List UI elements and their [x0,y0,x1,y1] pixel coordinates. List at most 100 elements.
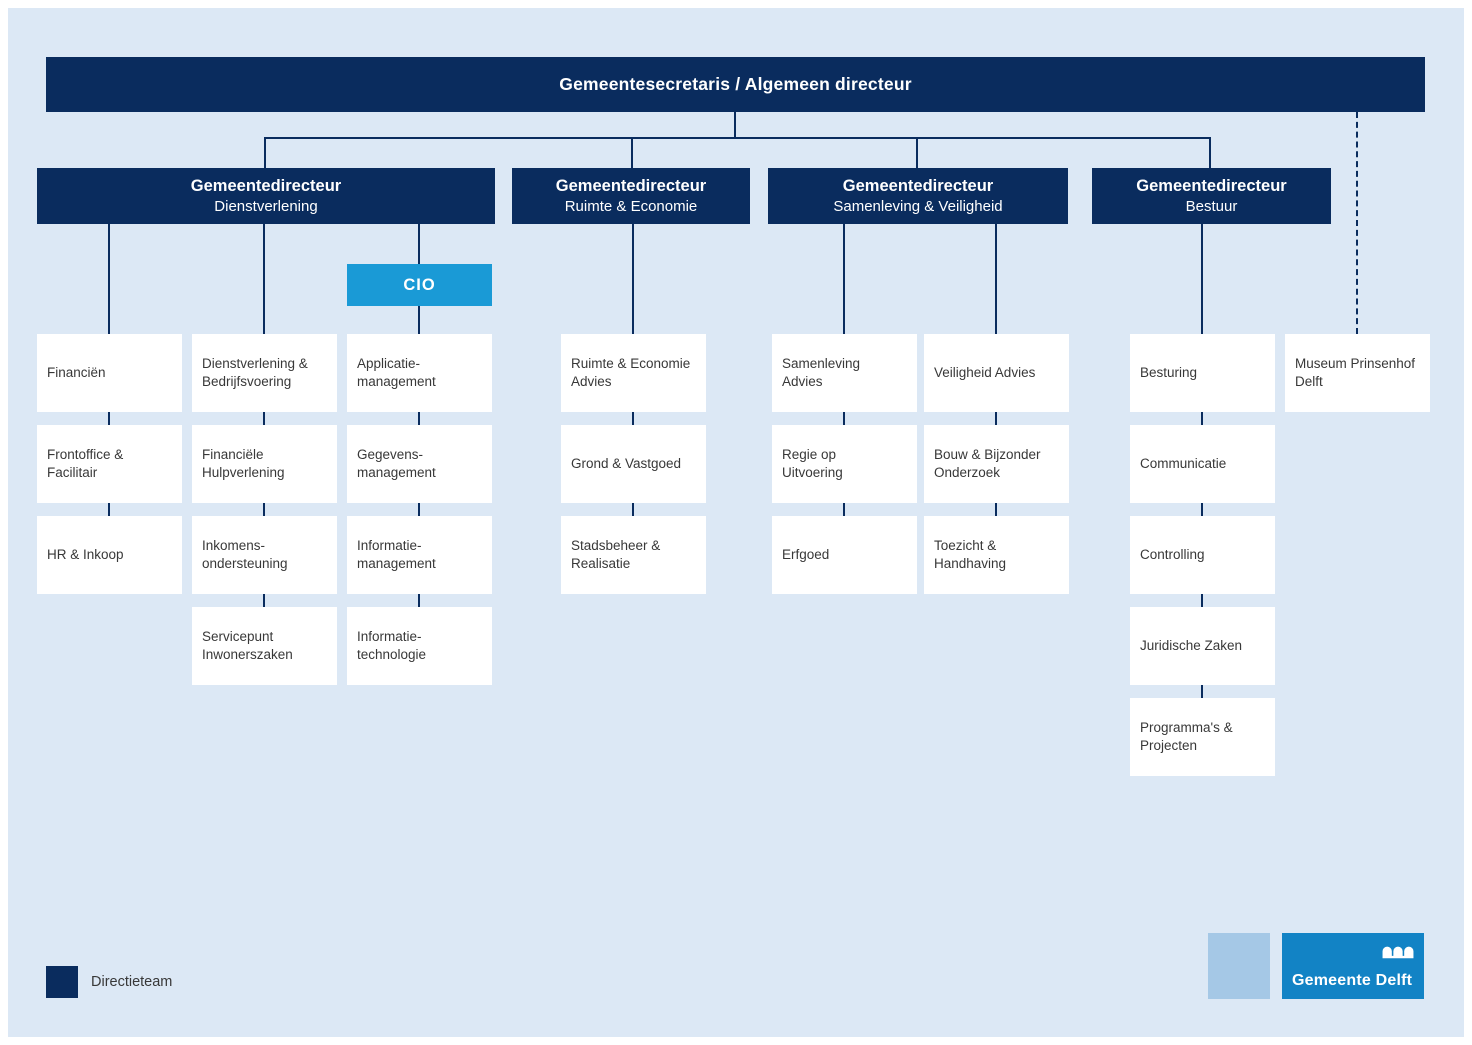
org-unit-label: Financiële Hulpverlening [202,447,285,480]
connector-vline [418,412,420,425]
org-unit-label: Veiligheid Advies [934,365,1036,381]
connector-vline [995,412,997,425]
org-unit-label: HR & Inkoop [47,547,124,563]
org-unit-box: Dienstverlening & Bedrijfsvoering [192,334,337,412]
director-title: Gemeentedirecteur [842,176,994,195]
org-unit-box: Samenleving Advies [772,334,917,412]
connector-vline [1201,412,1203,425]
director-box-dienstverlening: Gemeentedirecteur Dienstverlening [37,168,495,224]
org-unit-box: Grond & Vastgoed [561,425,706,503]
connector-vline [995,224,997,334]
org-unit-label: Controlling [1140,547,1205,563]
director-subtitle: Ruimte & Economie [564,198,698,215]
org-unit-box: Programma's & Projecten [1130,698,1275,776]
org-unit-label: Gegevens- management [357,447,436,480]
connector-vline [632,503,634,516]
org-unit-box: Frontoffice & Facilitair [37,425,182,503]
org-unit-label: Applicatie- management [357,356,436,389]
org-unit-box: Erfgoed [772,516,917,594]
org-unit-box: Gegevens- management [347,425,492,503]
org-unit-box: Stadsbeheer & Realisatie [561,516,706,594]
connector-vline [263,224,265,334]
org-unit-box: Bouw & Bijzonder Onderzoek [924,425,1069,503]
org-unit-label: Frontoffice & Facilitair [47,447,124,480]
org-unit-label: Grond & Vastgoed [571,456,682,472]
org-unit-label: Regie op Uitvoering [782,447,843,480]
org-unit-box: Ruimte & Economie Advies [561,334,706,412]
org-unit-box: Veiligheid Advies [924,334,1069,412]
connector-vline [264,139,266,168]
connector-vline [843,412,845,425]
org-unit-box: Regie op Uitvoering [772,425,917,503]
org-unit-box: Besturing [1130,334,1275,412]
logo-text: Gemeente Delft [1292,972,1413,989]
org-unit-box: Informatie- management [347,516,492,594]
connector-vline [995,503,997,516]
org-unit-label: Bouw & Bijzonder Onderzoek [934,447,1041,480]
connector-vline [263,412,265,425]
connector-vline [632,224,634,334]
connector-vline [734,112,736,138]
org-unit-box: HR & Inkoop [37,516,182,594]
connector-vline [632,412,634,425]
org-unit-box: Financiële Hulpverlening [192,425,337,503]
connector-vline [108,224,110,334]
director-subtitle: Bestuur [1185,198,1238,215]
director-title: Gemeentedirecteur [555,176,707,195]
org-unit-box: Toezicht & Handhaving [924,516,1069,594]
connector-vline [418,306,420,334]
connector-vline [108,412,110,425]
org-unit-label: Informatie- management [357,538,436,571]
org-unit-box: Financiën [37,334,182,412]
legend-label: Directieteam [91,974,173,990]
org-unit-box: Communicatie [1130,425,1275,503]
logo-light-square [1208,933,1270,999]
connector-vline [1201,594,1203,607]
org-unit-label: Informatie- technologie [357,629,427,662]
org-unit-label: Servicepunt Inwonerszaken [202,629,293,662]
connector-vline [418,594,420,607]
connector-vline [843,503,845,516]
connector-vline [1201,685,1203,698]
connector-vline [418,503,420,516]
org-unit-box: Informatie- technologie [347,607,492,685]
gemeente-delft-logo: Gemeente Delft [1282,933,1424,999]
director-box-samenleving-veiligheid: Gemeentedirecteur Samenleving & Veilighe… [768,168,1068,224]
org-unit-label: Erfgoed [782,547,830,563]
museum-box: Museum Prinsenhof Delft [1285,334,1430,412]
director-box-ruimte-economie: Gemeentedirecteur Ruimte & Economie [512,168,750,224]
org-unit-label: Programma's & Projecten [1140,720,1233,753]
cio-box: CIO [347,264,492,306]
org-unit-label: Stadsbeheer & Realisatie [571,538,661,571]
org-unit-box: Inkomens- ondersteuning [192,516,337,594]
org-unit-label: Inkomens- ondersteuning [202,538,288,571]
director-subtitle: Dienstverlening [214,198,318,215]
connector-dashed-line [1356,112,1358,334]
legend-directieteam-swatch [46,966,78,998]
org-unit-box: Controlling [1130,516,1275,594]
connector-vline [263,594,265,607]
connector-vline [843,224,845,334]
org-unit-label: Samenleving Advies [782,356,861,389]
org-unit-label: Besturing [1140,365,1198,381]
connector-hline [264,137,1211,139]
connector-vline [418,224,420,264]
museum-label: Museum Prinsenhof Delft [1295,356,1416,389]
org-unit-label: Communicatie [1140,456,1227,472]
delft-wave-icon [1382,946,1414,959]
org-unit-label: Toezicht & Handhaving [934,538,1007,571]
director-subtitle: Samenleving & Veiligheid [833,198,1003,215]
director-title: Gemeentedirecteur [190,176,342,195]
org-unit-label: Ruimte & Economie Advies [571,356,691,389]
connector-vline [916,139,918,168]
org-unit-box: Servicepunt Inwonerszaken [192,607,337,685]
connector-vline [1201,503,1203,516]
cio-label: CIO [403,275,436,294]
director-title: Gemeentedirecteur [1136,176,1287,195]
connector-vline [1201,224,1203,334]
org-unit-box: Juridische Zaken [1130,607,1275,685]
connector-vline [263,503,265,516]
org-unit-label: Dienstverlening & Bedrijfsvoering [202,356,308,389]
connector-vline [631,139,633,168]
